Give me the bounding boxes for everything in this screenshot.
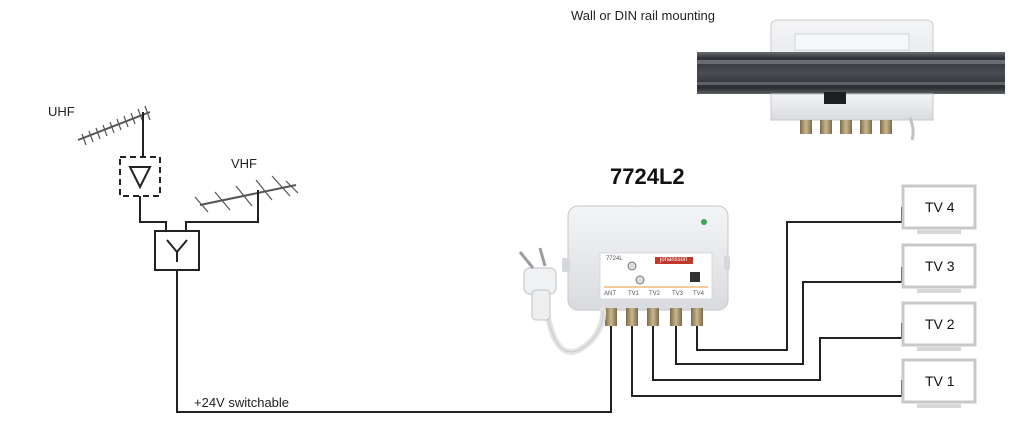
tv-monitor-icon [901, 358, 977, 408]
tv-label: TV 2 [925, 316, 955, 332]
port-label: TV1 [628, 291, 640, 297]
device-model-text: 7724L [606, 256, 623, 262]
vhf-label: VHF [231, 156, 257, 171]
wire-tv1 [631, 325, 903, 397]
din-mount-connectors [800, 120, 892, 134]
model-title: 7724L2 [610, 164, 685, 189]
tv-monitor-icon [901, 243, 977, 293]
combiner-y-icon [154, 230, 200, 271]
amplifier-unit-image [562, 205, 730, 326]
wire-combiner-to-ant [176, 270, 612, 413]
brand-badge [655, 257, 693, 264]
tv-label: TV 3 [925, 258, 955, 274]
tv-monitor-icon [901, 184, 977, 234]
amplifier-triangle-icon [119, 156, 161, 197]
wire-amplifier-to-combiner [139, 196, 167, 232]
uhf-antenna-icon [77, 105, 151, 146]
amplifier-ports [605, 308, 703, 326]
vhf-antenna-icon [194, 175, 299, 213]
port-label: ANT [604, 291, 616, 297]
wire-tv2 [652, 323, 903, 381]
uhf-label: UHF [48, 104, 75, 119]
mount-caption: Wall or DIN rail mounting [571, 8, 716, 23]
port-label: TV4 [693, 291, 705, 297]
tv-label: TV 4 [925, 199, 955, 215]
wire-vhf-to-combiner [185, 190, 259, 232]
power-led-icon [701, 219, 707, 225]
port-label: TV3 [672, 291, 684, 297]
tv-monitor-icon [901, 301, 977, 351]
tv-label: TV 1 [925, 373, 955, 389]
port-label: TV2 [649, 291, 661, 297]
tv-monitors [901, 184, 977, 408]
device-brand-text: johansson [660, 257, 688, 263]
power-plug-icon [518, 247, 607, 355]
power-label: +24V switchable [194, 395, 290, 410]
din-rail-mount-image [697, 19, 1005, 141]
